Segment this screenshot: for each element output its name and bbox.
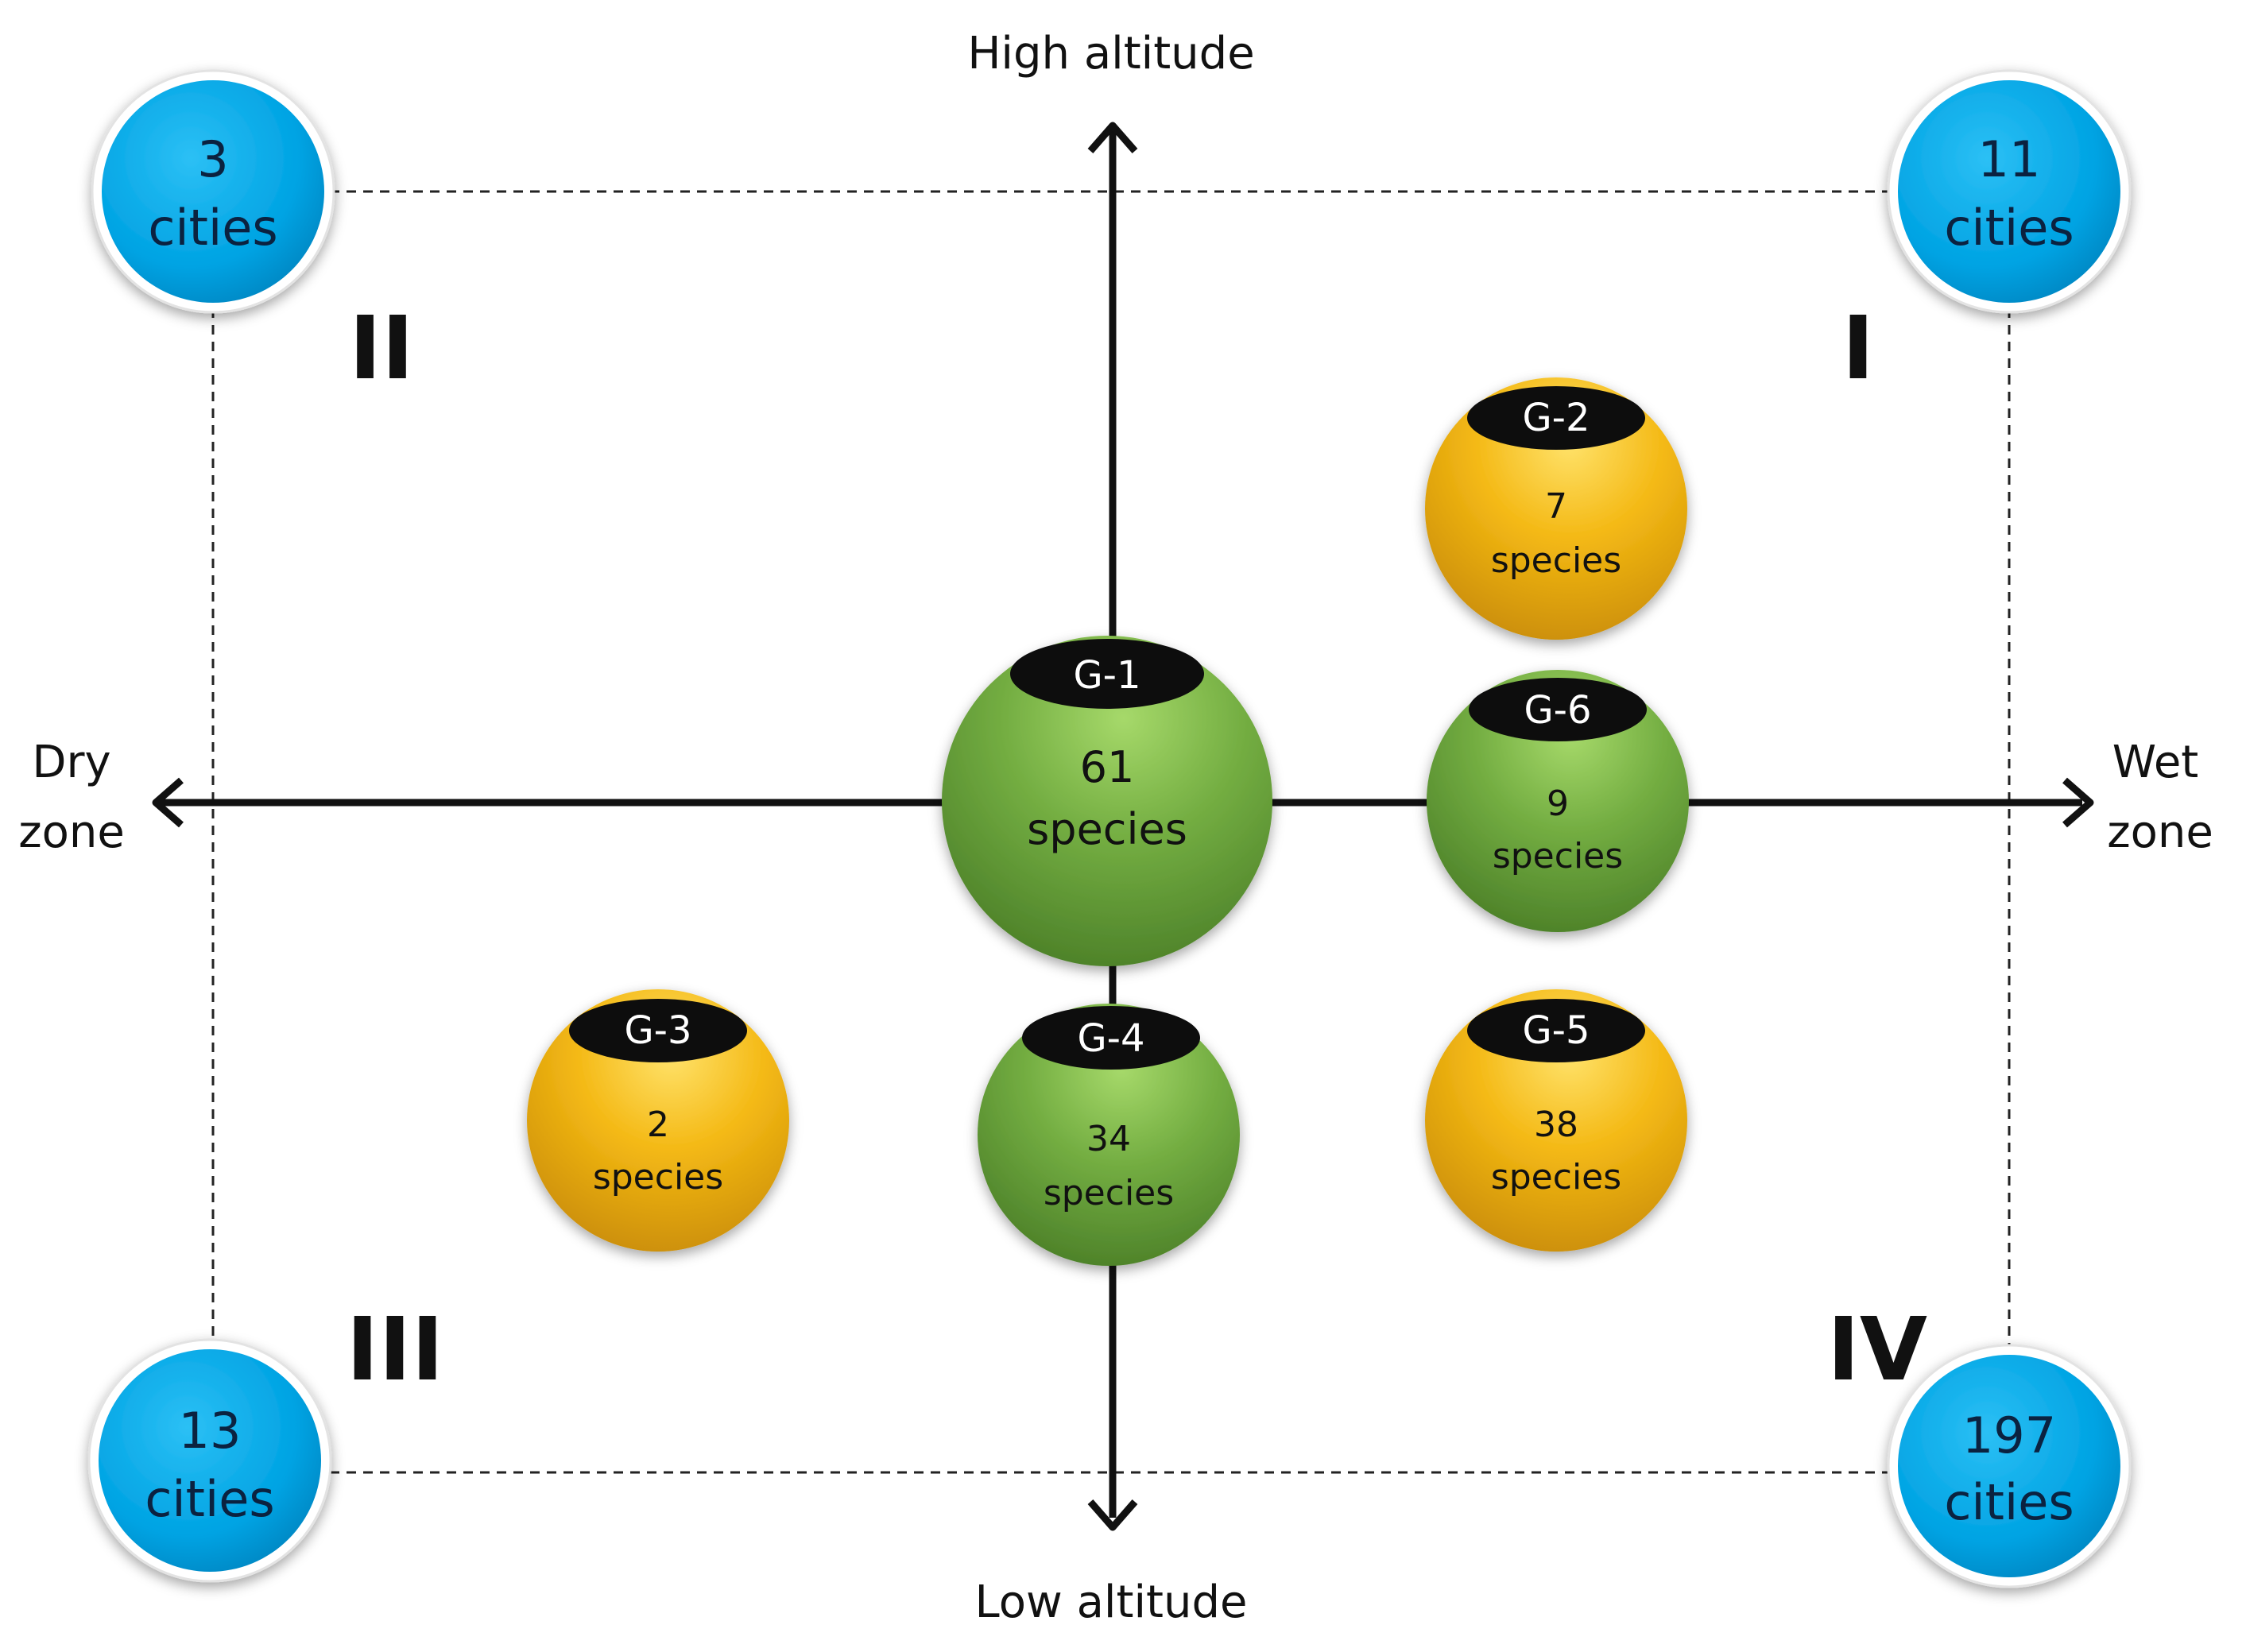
group-tag-g5: G-5 (1522, 1008, 1590, 1053)
city-count-bottom-right: 197 (1962, 1406, 2056, 1464)
group-label-g4: species (1044, 1173, 1174, 1213)
group-tag-g4: G-4 (1077, 1016, 1144, 1061)
group-count-g6: 9 (1547, 783, 1569, 824)
group-count-g3: 2 (647, 1105, 669, 1145)
city-label-top-right: cities (1944, 199, 2074, 257)
axis-label-right-line2: zone (2107, 807, 2213, 858)
group-tag-g3: G-3 (624, 1008, 691, 1053)
axis-label-left-line2: zone (18, 807, 125, 858)
group-bubble-g4 (978, 1004, 1240, 1266)
city-label-bottom-right: cities (1944, 1473, 2074, 1531)
group-bubble-g2 (1425, 377, 1687, 640)
group-count-g5: 38 (1534, 1105, 1578, 1145)
group-count-g1: 61 (1080, 742, 1135, 792)
group-count-g4: 34 (1086, 1119, 1131, 1159)
axis-label-right-line1: Wet (2112, 737, 2199, 788)
city-count-bottom-left: 13 (179, 1402, 242, 1460)
city-circle-top-right (1887, 69, 2132, 314)
group-label-g1: species (1027, 804, 1187, 854)
city-circle-top-left (91, 69, 335, 314)
city-count-top-left: 3 (197, 130, 228, 188)
axis-label-bottom: Low altitude (975, 1577, 1248, 1628)
quadrant-label-iv: IV (1827, 1298, 1927, 1400)
axis-label-left-line1: Dry (32, 737, 110, 788)
quadrant-label-iii: III (347, 1298, 444, 1400)
axis-label-top: High altitude (967, 28, 1254, 79)
group-bubble-g3 (527, 989, 789, 1252)
city-circle-bottom-right (1887, 1344, 2132, 1588)
city-label-bottom-left: cities (145, 1470, 274, 1528)
city-label-top-left: cities (148, 199, 277, 257)
city-count-top-right: 11 (1978, 130, 2041, 188)
group-tag-g6: G-6 (1524, 688, 1591, 733)
city-circle-bottom-left (87, 1338, 332, 1583)
quadrant-label-i: I (1842, 297, 1875, 399)
group-label-g5: species (1491, 1157, 1621, 1197)
group-tag-g2: G-2 (1522, 396, 1590, 440)
dashed-frame (211, 190, 2039, 1474)
group-count-g2: 7 (1545, 486, 1567, 527)
quadrant-label-ii: II (349, 297, 414, 399)
group-label-g6: species (1493, 836, 1623, 876)
group-bubble-g5 (1425, 989, 1687, 1252)
group-bubble-g6 (1427, 670, 1689, 932)
group-tag-g1: G-1 (1073, 653, 1140, 698)
group-bubble-g1 (942, 636, 1272, 966)
group-label-g3: species (593, 1157, 723, 1197)
group-label-g2: species (1491, 540, 1621, 581)
